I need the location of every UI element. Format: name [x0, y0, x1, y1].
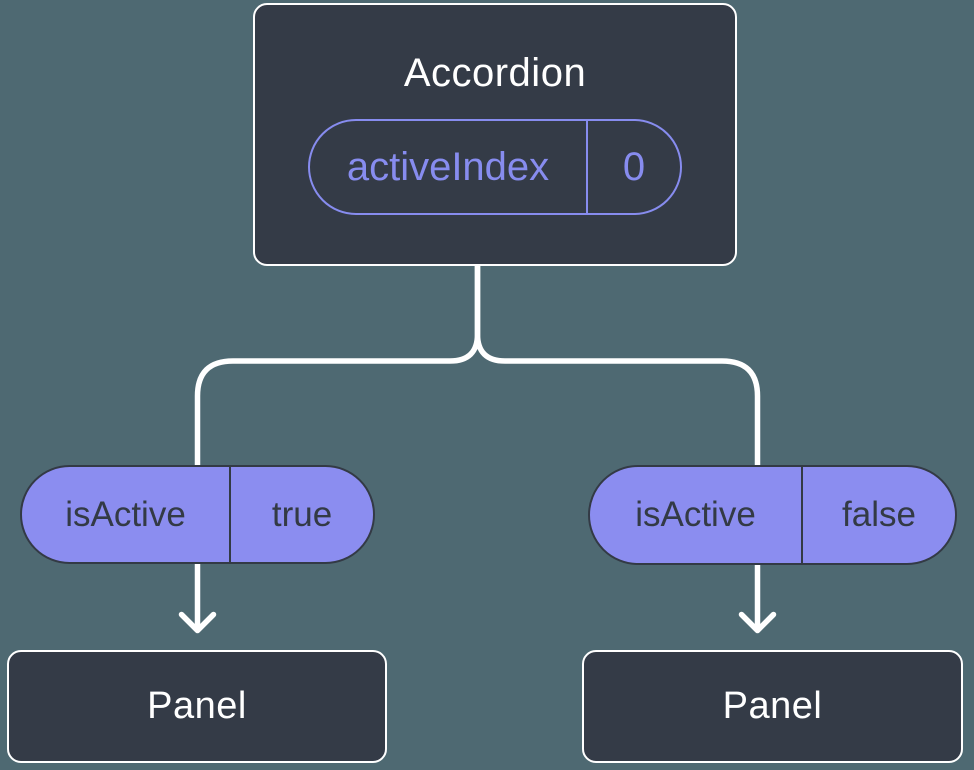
- prop-name: activeIndex: [346, 144, 550, 189]
- panel-node-left: Panel: [7, 650, 387, 763]
- activeindex-prop-pill: activeIndex 0: [308, 119, 682, 215]
- arrow-head: [738, 611, 777, 634]
- prop-value: true: [271, 494, 333, 534]
- isactive-pill-right: isActive false: [588, 465, 957, 565]
- prop-name: isActive: [65, 494, 186, 534]
- arrow-down-right-icon: [738, 559, 777, 634]
- arrow-down-left-icon: [178, 559, 217, 634]
- pill-divider: [586, 121, 588, 213]
- prop-value: false: [842, 495, 916, 534]
- panel-node-right: Panel: [582, 650, 963, 763]
- arrow-head: [178, 611, 217, 634]
- accordion-node: Accordion activeIndex 0: [253, 3, 737, 266]
- pill-divider: [229, 467, 231, 562]
- pill-divider: [801, 467, 803, 563]
- isactive-pill-left: isActive true: [20, 465, 375, 564]
- accordion-node-title: Accordion: [403, 51, 587, 95]
- panel-node-title: Panel: [147, 685, 247, 727]
- connector-left-branch: [194, 261, 481, 471]
- prop-name: isActive: [635, 495, 756, 534]
- connector-right-branch: [474, 261, 761, 471]
- prop-value: 0: [622, 144, 646, 189]
- panel-node-title: Panel: [722, 685, 823, 727]
